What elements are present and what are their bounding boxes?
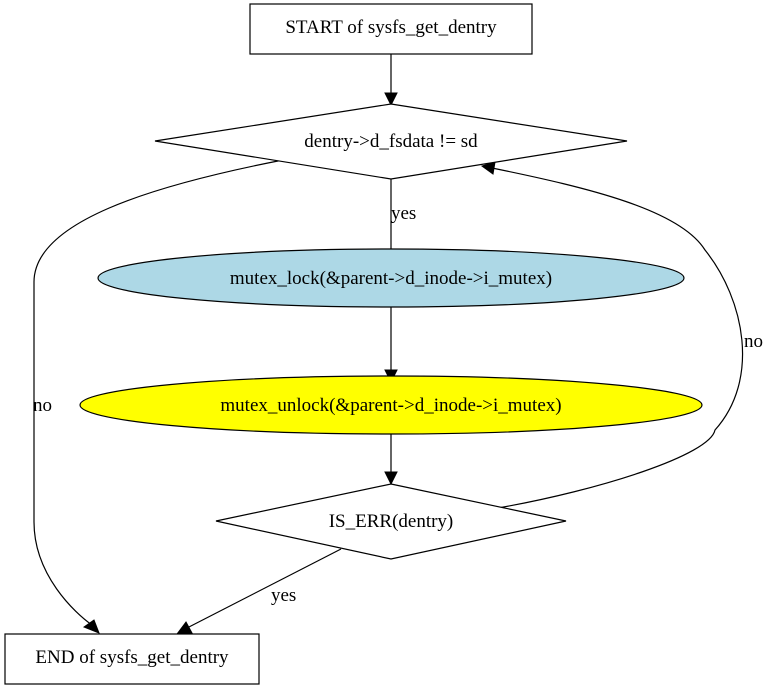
mutex-lock-node-label: mutex_lock(&parent->d_inode->i_mutex) — [230, 268, 552, 289]
condition2-node[interactable]: IS_ERR(dentry) — [215, 483, 567, 560]
edge-lock-to-unlock — [384, 307, 398, 384]
arrowhead — [384, 92, 398, 107]
arrowhead — [384, 471, 398, 486]
edge-label-no: no — [744, 331, 763, 352]
arrowhead — [175, 621, 193, 635]
mutex-lock-node[interactable]: mutex_lock(&parent->d_inode->i_mutex) — [97, 248, 685, 308]
mutex-unlock-node[interactable]: mutex_unlock(&parent->d_inode->i_mutex) — [79, 375, 703, 435]
condition1-node-label: dentry->d_fsdata != sd — [304, 131, 478, 152]
end-node-label: END of sysfs_get_dentry — [35, 647, 229, 668]
start-node-label: START of sysfs_get_dentry — [285, 17, 497, 38]
edge-label-yes: yes — [391, 203, 416, 224]
edge-unlock-to-condition2 — [384, 434, 398, 486]
edge-label-no: no — [33, 395, 52, 416]
start-node[interactable]: START of sysfs_get_dentry — [249, 3, 533, 55]
arrowhead — [480, 161, 496, 175]
arrowhead — [82, 619, 100, 634]
edge-label-yes: yes — [271, 585, 296, 606]
edge-start-to-condition1 — [384, 54, 398, 107]
edge-condition2-no-to-condition1: no — [480, 161, 763, 509]
mutex-unlock-node-label: mutex_unlock(&parent->d_inode->i_mutex) — [220, 395, 561, 416]
end-node[interactable]: END of sysfs_get_dentry — [4, 633, 260, 685]
edge-condition2-yes-to-end: yes — [175, 548, 342, 635]
edge-condition1-no-to-end: no — [33, 159, 284, 634]
condition1-node[interactable]: dentry->d_fsdata != sd — [154, 103, 628, 180]
condition2-node-label: IS_ERR(dentry) — [329, 511, 454, 532]
